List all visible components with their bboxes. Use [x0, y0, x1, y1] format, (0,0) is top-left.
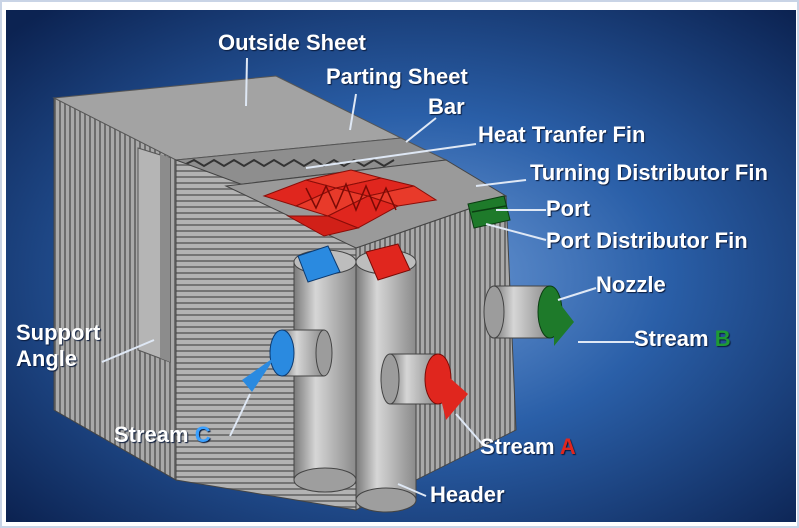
nozzle-c [242, 329, 333, 392]
leader-lines [101, 57, 634, 497]
label-outside-sheet: Outside Sheet [218, 30, 366, 55]
label-turning-distributor-fin: Turning Distributor Fin [530, 160, 768, 185]
label-port-distributor-fin: Port Distributor Fin [546, 228, 748, 253]
label-parting-sheet: Parting Sheet [326, 64, 468, 89]
nozzle-a [380, 353, 468, 420]
label-stream-a: Stream A [480, 436, 576, 458]
stream-c-word: Stream [114, 422, 189, 447]
port-distributor-blue [297, 245, 341, 283]
port-green [467, 195, 511, 229]
fin-corrugation [305, 181, 397, 213]
label-heat-transfer-fin: Heat Tranfer Fin [478, 122, 646, 147]
bar-zigzag [183, 158, 395, 168]
label-port: Port [546, 196, 590, 221]
stream-b-word: Stream [634, 326, 709, 351]
label-stream-b: Stream B [634, 328, 731, 350]
label-header: Header [430, 482, 505, 507]
stream-c-letter: C [194, 422, 211, 447]
heat-exchanger-diagram: Outside Sheet Parting Sheet Bar Heat Tra… [6, 10, 796, 522]
label-nozzle: Nozzle [596, 272, 666, 297]
stream-b-letter: B [714, 326, 731, 351]
port-distributor-red [365, 243, 411, 281]
stream-a-letter: A [559, 434, 576, 459]
label-support-angle: Support Angle [16, 320, 101, 371]
heat-exchanger-illustration [6, 10, 796, 522]
stream-a-word: Stream [480, 434, 555, 459]
label-stream-c: Stream C [114, 424, 211, 446]
nozzle-b [483, 285, 574, 346]
label-bar: Bar [428, 94, 465, 119]
